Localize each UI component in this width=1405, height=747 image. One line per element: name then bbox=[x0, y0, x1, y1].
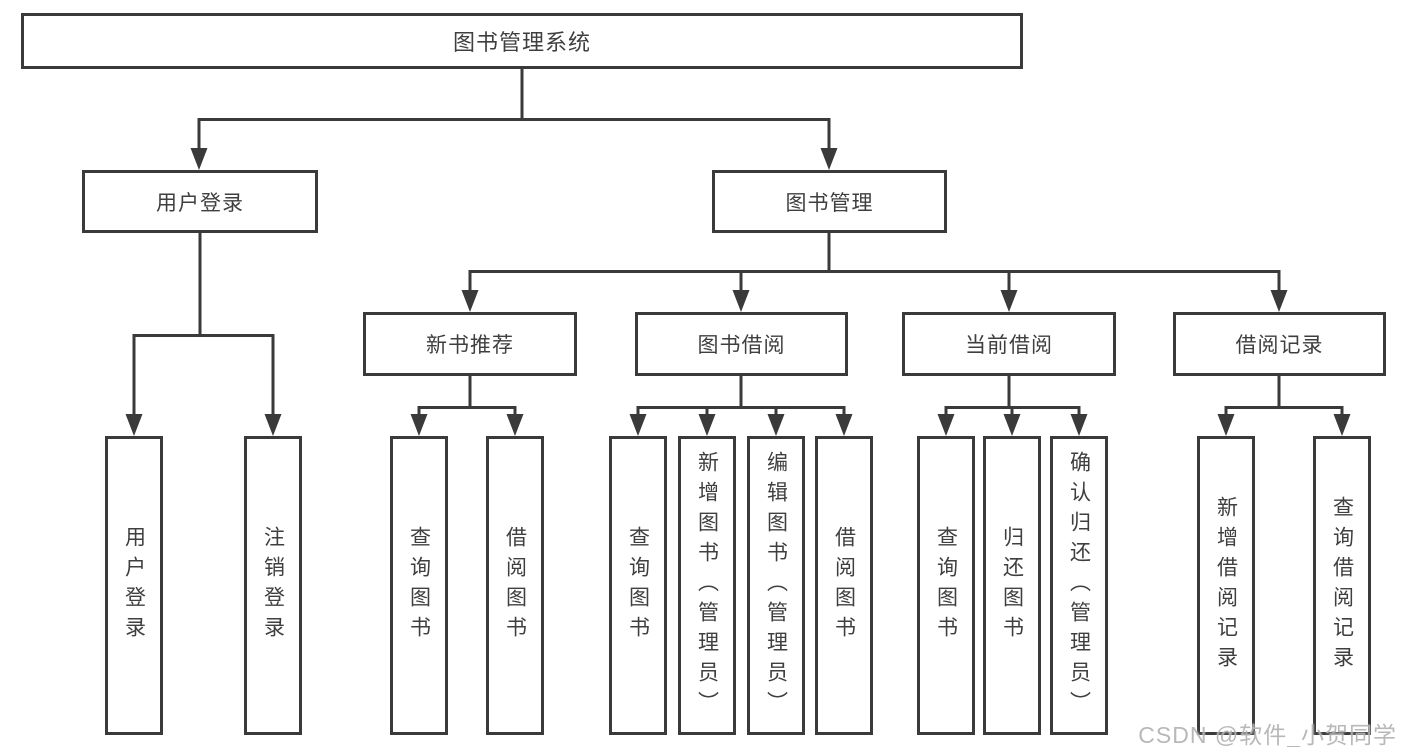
node-label: 图书管理 bbox=[785, 191, 874, 215]
node-book-borrow: 图书借阅 bbox=[635, 312, 848, 376]
node-book-management: 图书管理 bbox=[712, 170, 947, 233]
node-label: 用户登录 bbox=[156, 191, 244, 215]
watermark: CSDN @软件_小贺同学 bbox=[1138, 722, 1397, 747]
node-new-book-recommend: 新书推荐 bbox=[363, 312, 577, 376]
node-label: 图书借阅 bbox=[697, 334, 786, 357]
node-label: 图书管理系统 bbox=[452, 30, 591, 55]
arrowheads bbox=[125, 148, 1351, 436]
leaf-label: 查询图书 bbox=[934, 525, 958, 646]
node-current-borrow: 当前借阅 bbox=[902, 312, 1116, 376]
leaf-return-book: 归还图书 bbox=[983, 436, 1041, 735]
node-borrow-records: 借阅记录 bbox=[1173, 312, 1386, 376]
leaf-user-login: 用户登录 bbox=[105, 436, 163, 735]
leaf-label: 注销登录 bbox=[261, 525, 285, 646]
leaf-label: 新增借阅记录 bbox=[1214, 495, 1238, 676]
leaf-add-book-admin: 新增图书（管理员） bbox=[678, 436, 736, 735]
leaf-edit-book-admin: 编辑图书（管理员） bbox=[747, 436, 805, 735]
node-user-login: 用户登录 bbox=[82, 170, 318, 233]
leaf-label: 查询借阅记录 bbox=[1330, 495, 1354, 676]
node-label: 借阅记录 bbox=[1235, 334, 1324, 357]
leaf-query-books-current: 查询图书 bbox=[917, 436, 975, 735]
leaf-query-borrow-record: 查询借阅记录 bbox=[1313, 436, 1371, 735]
leaf-label: 确认归还（管理员） bbox=[1067, 450, 1091, 721]
leaf-label: 借阅图书 bbox=[503, 525, 527, 646]
leaf-borrow-books-recommend: 借阅图书 bbox=[486, 436, 544, 735]
leaf-label: 新增图书（管理员） bbox=[695, 450, 719, 721]
node-library-management-system: 图书管理系统 bbox=[21, 13, 1023, 69]
leaf-label: 查询图书 bbox=[626, 525, 650, 646]
leaf-add-borrow-record: 新增借阅记录 bbox=[1197, 436, 1255, 735]
leaf-confirm-return-admin: 确认归还（管理员） bbox=[1050, 436, 1108, 735]
leaf-query-books-recommend: 查询图书 bbox=[390, 436, 448, 735]
leaf-label: 归还图书 bbox=[1000, 525, 1024, 646]
leaf-borrow-books: 借阅图书 bbox=[815, 436, 873, 735]
leaf-label: 借阅图书 bbox=[832, 525, 856, 646]
leaf-label: 用户登录 bbox=[122, 525, 146, 646]
node-label: 新书推荐 bbox=[426, 334, 514, 357]
leaf-logout: 注销登录 bbox=[244, 436, 302, 735]
node-label: 当前借阅 bbox=[965, 334, 1053, 357]
leaf-query-books-borrow: 查询图书 bbox=[609, 436, 667, 735]
leaf-label: 编辑图书（管理员） bbox=[764, 450, 788, 721]
leaf-label: 查询图书 bbox=[407, 525, 431, 646]
connector-path bbox=[132, 67, 1344, 418]
